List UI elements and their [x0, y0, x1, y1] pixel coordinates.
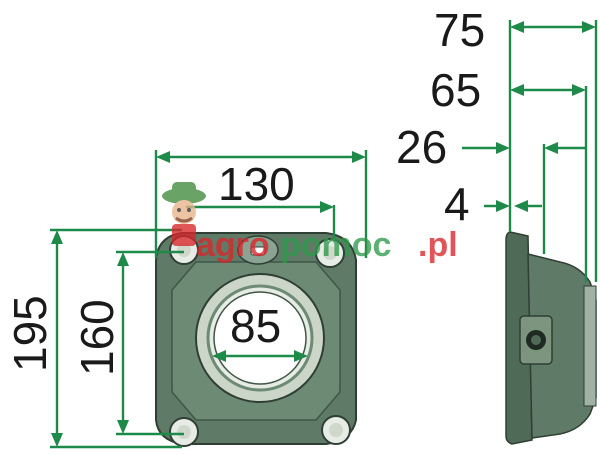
dim-label-195: 195: [4, 295, 56, 372]
side-flange: [505, 231, 533, 445]
dim-label-26: 26: [396, 121, 447, 173]
grease-nipple-boss: [237, 235, 279, 265]
front-view-housing: [155, 232, 357, 447]
dimension-labels: 130 85 195 160 75 65 26 4: [4, 4, 485, 376]
dim-label-130: 130: [218, 158, 295, 210]
side-view-housing: [505, 231, 597, 445]
watermark: agro pomoc .pl: [162, 182, 458, 264]
bolt-hole-bottom-left: [169, 417, 199, 447]
dim-label-85: 85: [230, 300, 281, 352]
watermark-pomoc: pomoc: [280, 226, 391, 264]
dim-label-4: 4: [444, 178, 470, 230]
dim-label-75: 75: [434, 4, 485, 56]
dim-label-160: 160: [71, 299, 123, 376]
side-grease-nipple: [519, 315, 553, 365]
bearing-bore: [213, 291, 307, 385]
watermark-domain: .pl: [418, 226, 458, 264]
watermark-agro: agro: [196, 226, 270, 264]
farmer-mascot-icon: [162, 182, 206, 246]
bolt-hole-bottom-right: [321, 415, 351, 445]
side-bearing-face: [583, 285, 597, 407]
dim-label-65: 65: [430, 64, 481, 116]
bolt-hole-top-right: [315, 238, 345, 268]
dimension-lines: [50, 20, 598, 449]
